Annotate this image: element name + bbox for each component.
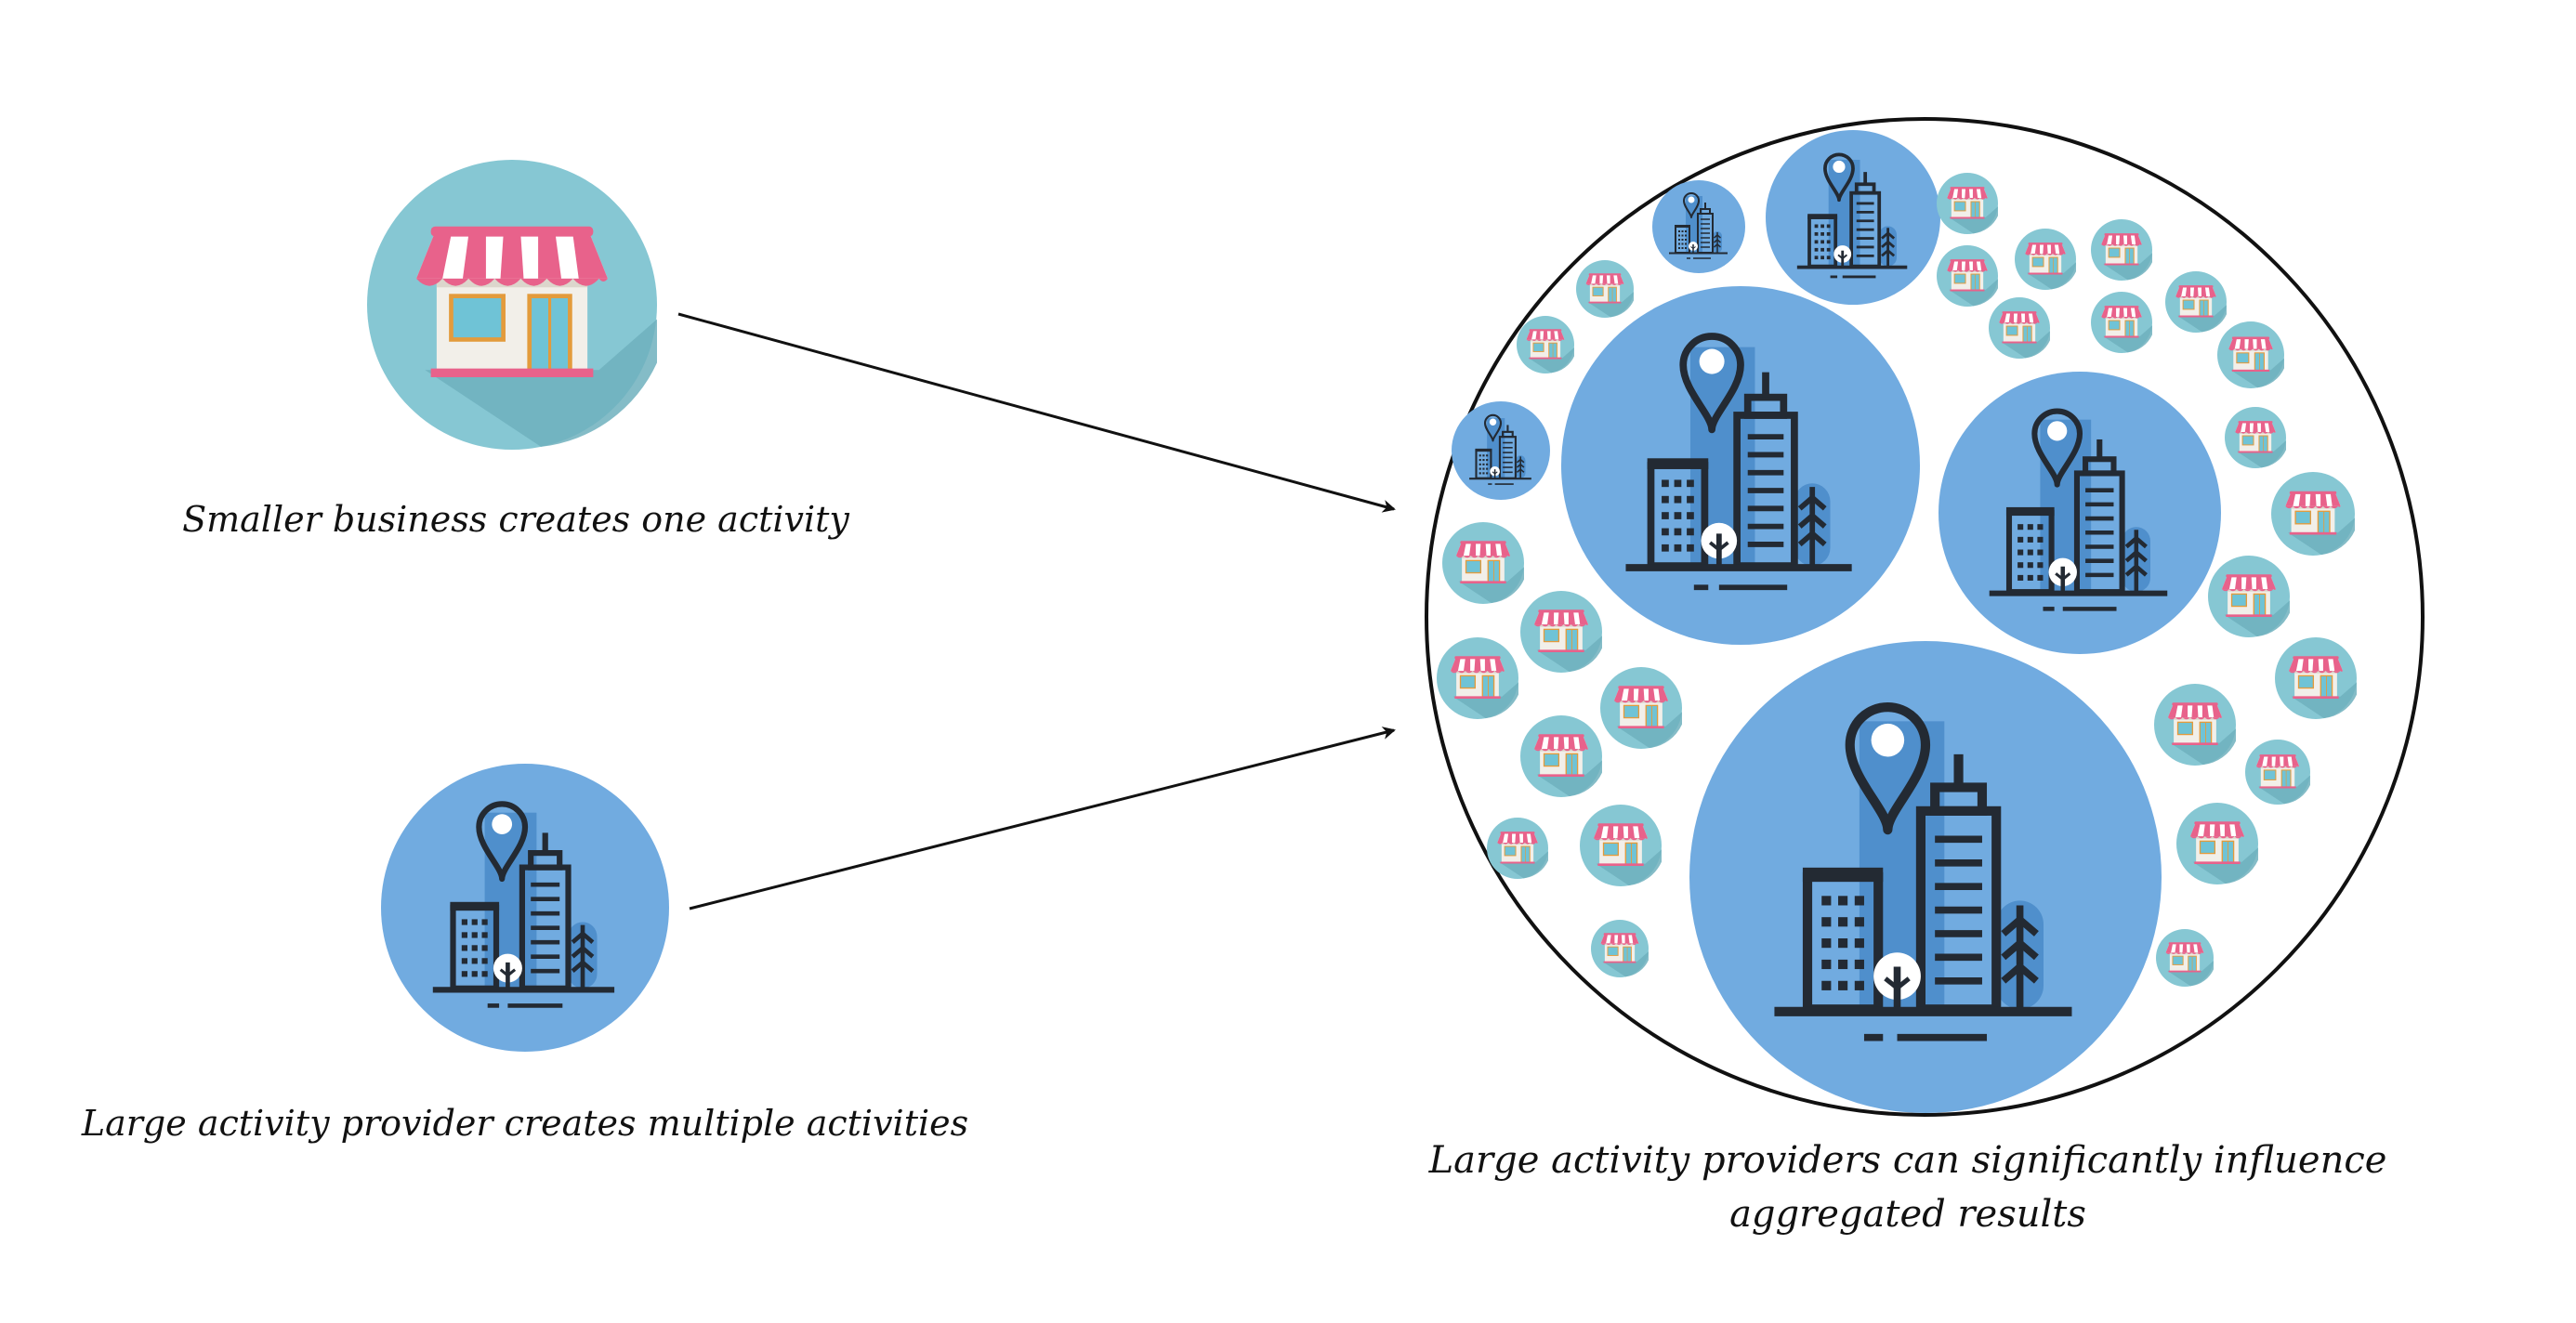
aggregate-caption-line2: aggregated results — [1729, 1193, 2086, 1236]
aggregate-group: Large activity providers can significant… — [1425, 117, 2425, 1236]
shop-icon — [367, 160, 657, 450]
large-provider-group: Large activity provider creates multiple… — [81, 764, 968, 1144]
shop-icon — [2245, 740, 2310, 805]
shop-icon — [2275, 637, 2357, 719]
aggregate-caption-line1: Large activity providers can significant… — [1428, 1139, 2387, 1182]
shop-icon — [2165, 271, 2227, 333]
shop-icon — [2091, 292, 2152, 353]
city-icon — [381, 764, 669, 1052]
shop-icon — [1937, 245, 1998, 307]
small-business-group: Smaller business creates one activity — [182, 160, 849, 540]
arrow-small-business — [677, 312, 1396, 513]
shop-icon — [1520, 715, 1602, 797]
city-icon — [1561, 286, 1920, 645]
shop-icon — [1517, 316, 1574, 373]
arrow-large-provider — [689, 727, 1396, 910]
shop-icon — [1520, 591, 1602, 673]
aggregate-circle — [1425, 117, 2425, 1117]
shop-icon — [2208, 556, 2290, 637]
shop-icon — [1580, 805, 1662, 886]
shop-icon — [2154, 684, 2236, 766]
shop-icon — [1937, 173, 1998, 234]
shop-icon — [1600, 667, 1682, 749]
shop-icon — [1591, 920, 1649, 977]
shop-icon — [2225, 407, 2286, 468]
city-icon — [1652, 180, 1745, 273]
city-icon — [1452, 401, 1550, 500]
shop-icon — [1989, 297, 2050, 359]
large-provider-caption: Large activity provider creates multiple… — [81, 1103, 968, 1144]
shop-icon — [2015, 229, 2076, 290]
small-business-caption: Smaller business creates one activity — [182, 499, 849, 540]
city-icon — [1939, 372, 2221, 654]
city-icon — [1766, 130, 1940, 305]
shop-icon — [2176, 803, 2258, 884]
shop-icon — [1576, 260, 1634, 318]
city-icon — [1689, 641, 2162, 1113]
shop-icon — [1437, 637, 1518, 719]
shop-icon — [2091, 219, 2152, 281]
shop-icon — [1487, 818, 1548, 879]
shop-icon — [2217, 321, 2284, 388]
shop-icon — [1442, 522, 1524, 604]
shop-icon — [2156, 929, 2214, 987]
shop-icon — [2271, 472, 2355, 556]
